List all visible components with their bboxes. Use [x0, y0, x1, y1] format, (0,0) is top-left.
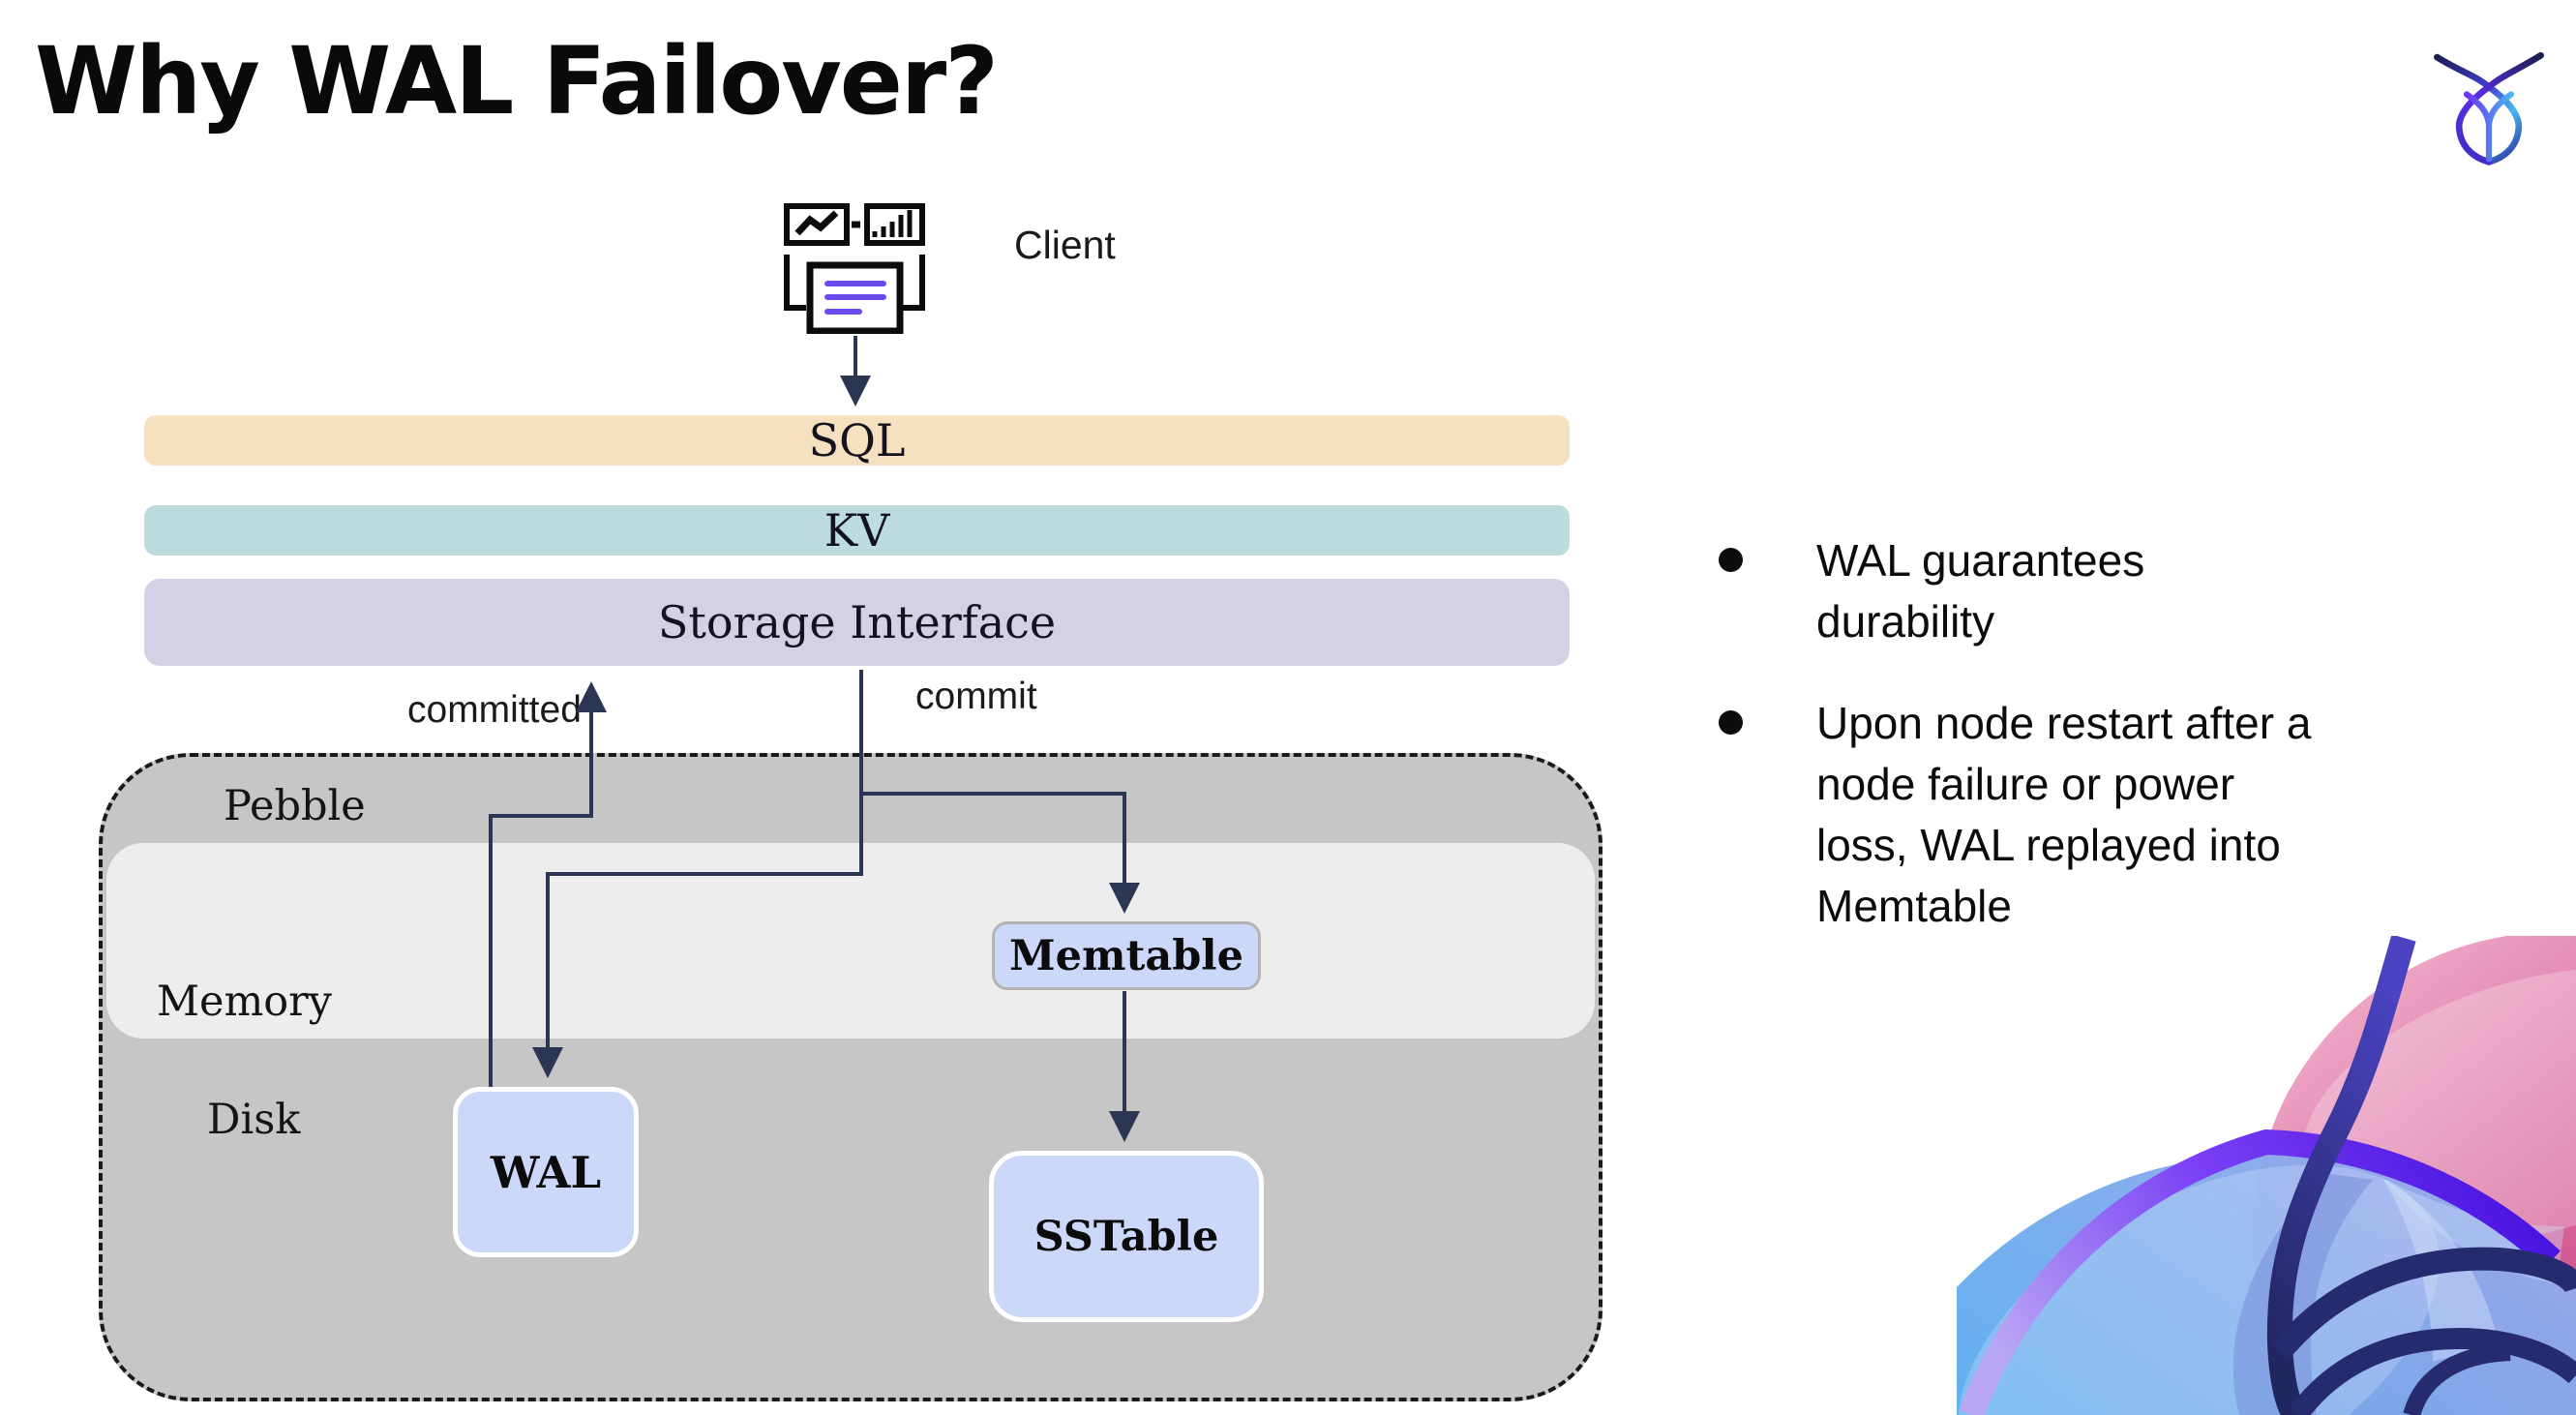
disk-label: Disk [207, 1096, 301, 1144]
bullet-text: Upon node restart after a node failure o… [1816, 698, 2312, 931]
pebble-label: Pebble [224, 782, 366, 830]
bullet-list: WAL guarantees durability Upon node rest… [1707, 530, 2326, 978]
memory-label: Memory [157, 978, 332, 1026]
list-item: Upon node restart after a node failure o… [1707, 693, 2326, 937]
sstable-node-label: SSTable [1033, 1212, 1219, 1261]
cockroachdb-logo-icon [2434, 51, 2544, 166]
client-label: Client [1014, 223, 1116, 267]
layer-bar-kv-label: KV [824, 504, 890, 557]
corner-gradient-art [1957, 936, 2576, 1415]
memtable-node[interactable]: Memtable [992, 921, 1261, 990]
edge-sync-to-wal [532, 794, 863, 1078]
commit-edge-label: commit [915, 676, 1037, 717]
bullet-text: WAL guarantees durability [1816, 535, 2145, 647]
layer-bar-storage-label: Storage Interface [657, 596, 1057, 648]
bullet-dot-icon [1719, 710, 1743, 735]
committed-edge-label: committed [407, 689, 582, 731]
memtable-node-label: Memtable [1009, 931, 1243, 980]
sstable-node[interactable]: SSTable [989, 1151, 1264, 1322]
bullet-dot-icon [1719, 548, 1743, 572]
client-workstation-icon [784, 203, 925, 334]
layer-bar-sql[interactable]: SQL [144, 414, 1570, 467]
page-title: Why WAL Failover? [35, 27, 999, 135]
layer-bar-storage-interface[interactable]: Storage Interface [144, 579, 1570, 666]
wal-node-label: WAL [490, 1146, 602, 1198]
layer-bar-sql-label: SQL [808, 414, 906, 467]
list-item: WAL guarantees durability [1707, 530, 2326, 652]
layer-bar-kv[interactable]: KV [144, 504, 1570, 557]
edge-committed [489, 681, 607, 1087]
wal-node[interactable]: WAL [453, 1087, 639, 1257]
edge-commit-to-memtable [859, 670, 1140, 914]
